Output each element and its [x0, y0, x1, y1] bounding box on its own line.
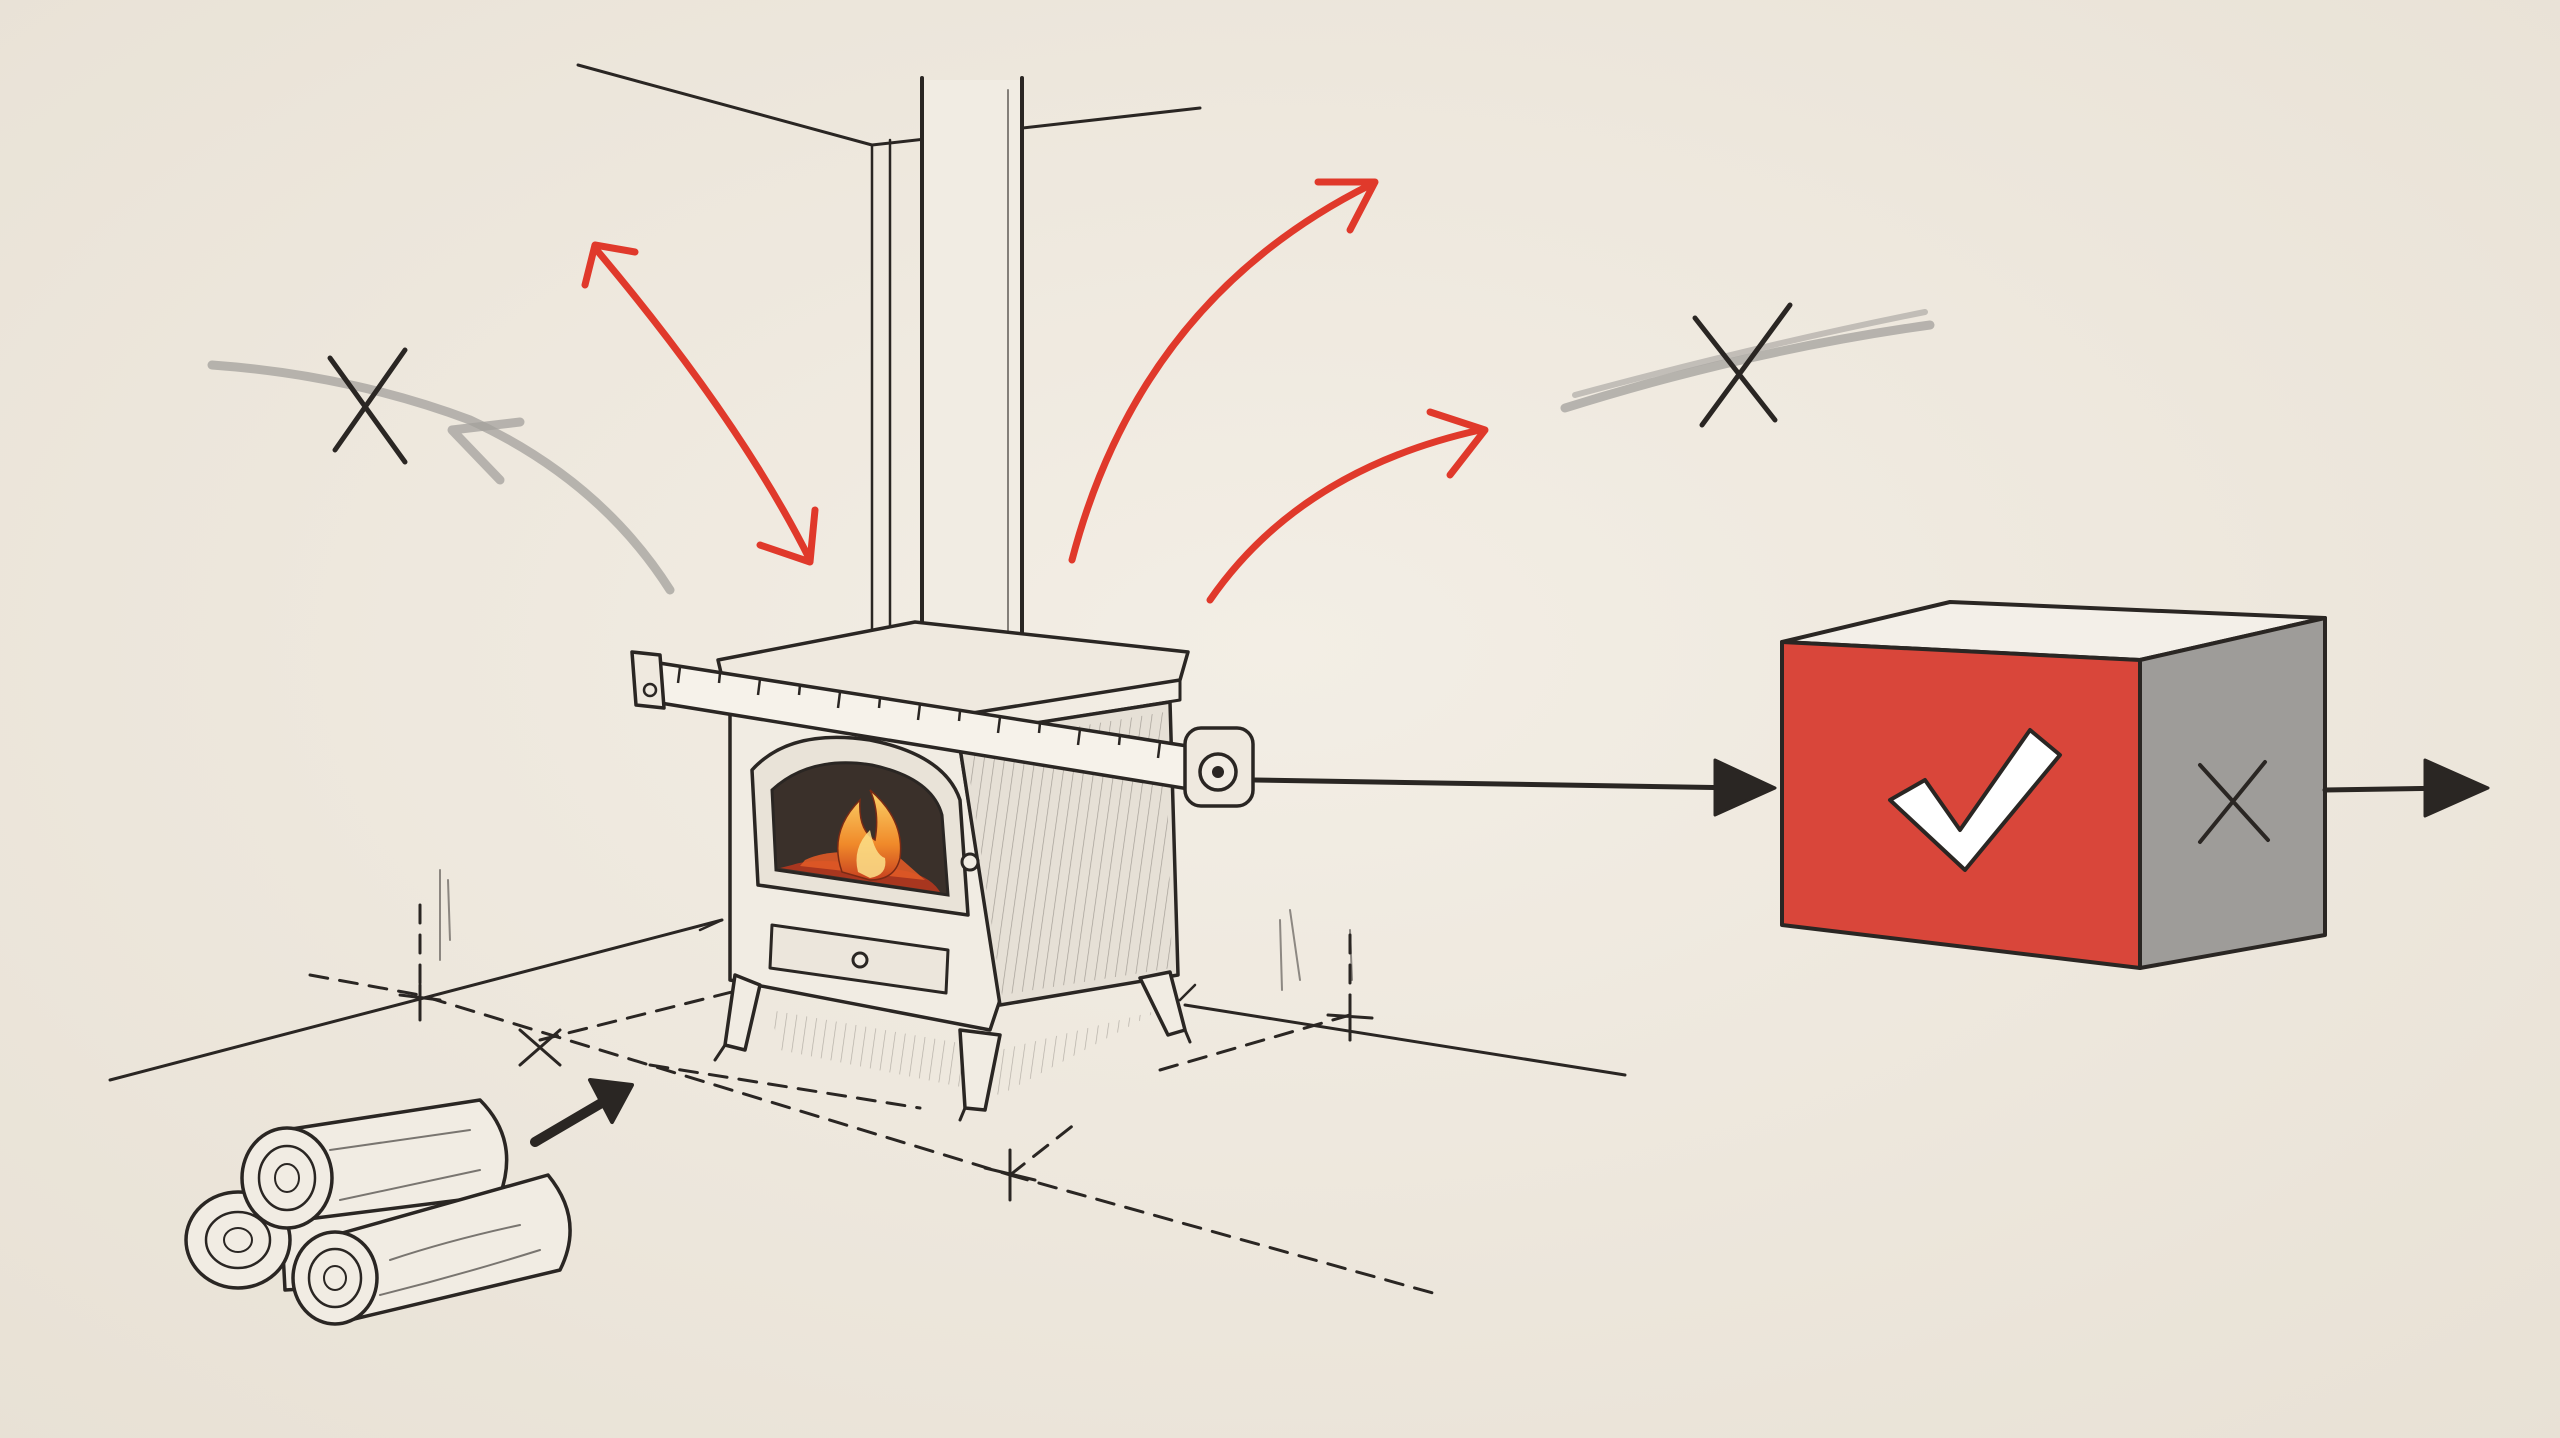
rejected-paths — [207, 302, 1935, 595]
stovepipe — [916, 76, 1028, 650]
output-arrow — [2322, 758, 2490, 818]
wood-stove — [713, 620, 1192, 1122]
measuring-tape — [630, 650, 1255, 808]
floor-clearance-outline — [308, 903, 1442, 1297]
reject-face — [2138, 616, 2327, 970]
heat-flow-arrows — [581, 178, 1489, 604]
approve-face — [1780, 640, 2142, 970]
door-handle — [960, 852, 980, 872]
checkmark-icon — [1888, 728, 2062, 872]
decision-box — [1780, 600, 2327, 970]
flame — [836, 789, 902, 881]
cross-icon — [327, 347, 408, 465]
measurement-flow-arrow — [1252, 758, 1777, 817]
cross-icon — [2198, 760, 2270, 844]
cross-icon — [1692, 302, 1793, 428]
firewood-logs — [184, 1078, 634, 1326]
